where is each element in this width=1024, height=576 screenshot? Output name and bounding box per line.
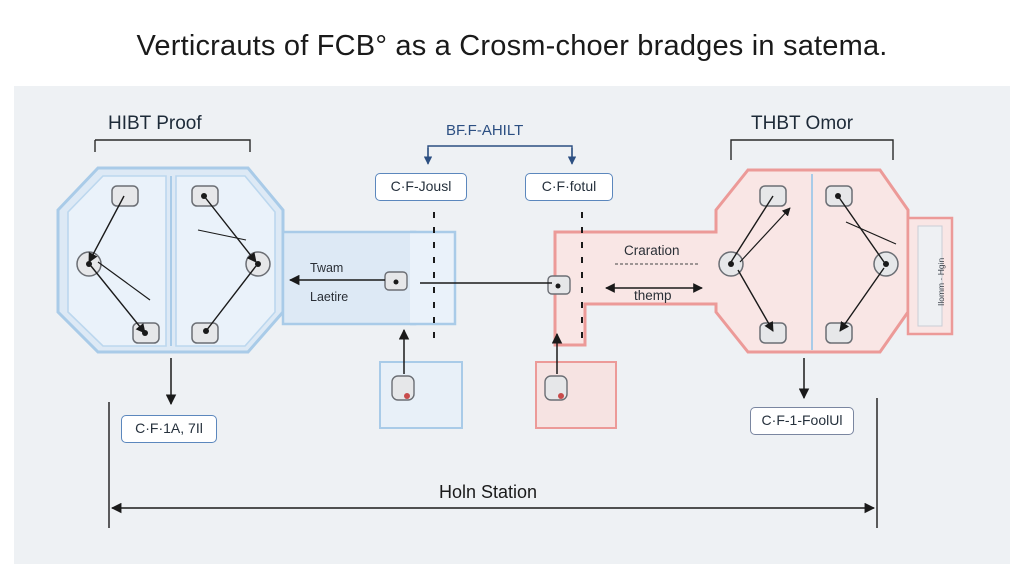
left-section-heading: HIBT Proof bbox=[108, 113, 202, 134]
right-label-bottom: themp bbox=[634, 288, 672, 303]
arrow-bottom-label: Laetire bbox=[310, 290, 349, 304]
center-section bbox=[288, 145, 617, 429]
right-side-tag: Ilomm · Hgin bbox=[936, 257, 946, 306]
bottom-span bbox=[108, 398, 878, 528]
right-block bbox=[553, 139, 954, 400]
right-node bbox=[759, 322, 787, 344]
arrow-top-label: Twam bbox=[310, 261, 344, 275]
right-label-top: Craration bbox=[624, 243, 680, 258]
diagram-title: Verticrauts of FCB° as a Crosm-choer bra… bbox=[136, 30, 888, 62]
right-heading-bracket bbox=[730, 139, 894, 160]
left-bottom-box: C·F·1A, 7Il bbox=[121, 415, 217, 443]
left-node bbox=[111, 185, 139, 207]
right-node bbox=[825, 322, 853, 344]
center-top-label: BF.F-AHILT bbox=[446, 122, 524, 139]
left-heading-bracket bbox=[95, 139, 251, 152]
bottom-span-label: Holn Station bbox=[439, 482, 538, 502]
right-bottom-box: C·F-1-FoolUl bbox=[750, 407, 854, 435]
left-block bbox=[56, 139, 457, 406]
center-box-right: C·F·fotul bbox=[525, 173, 613, 201]
right-section-heading: THBT Omor bbox=[751, 113, 854, 134]
center-box-left: C·F-Jousl bbox=[375, 173, 467, 201]
